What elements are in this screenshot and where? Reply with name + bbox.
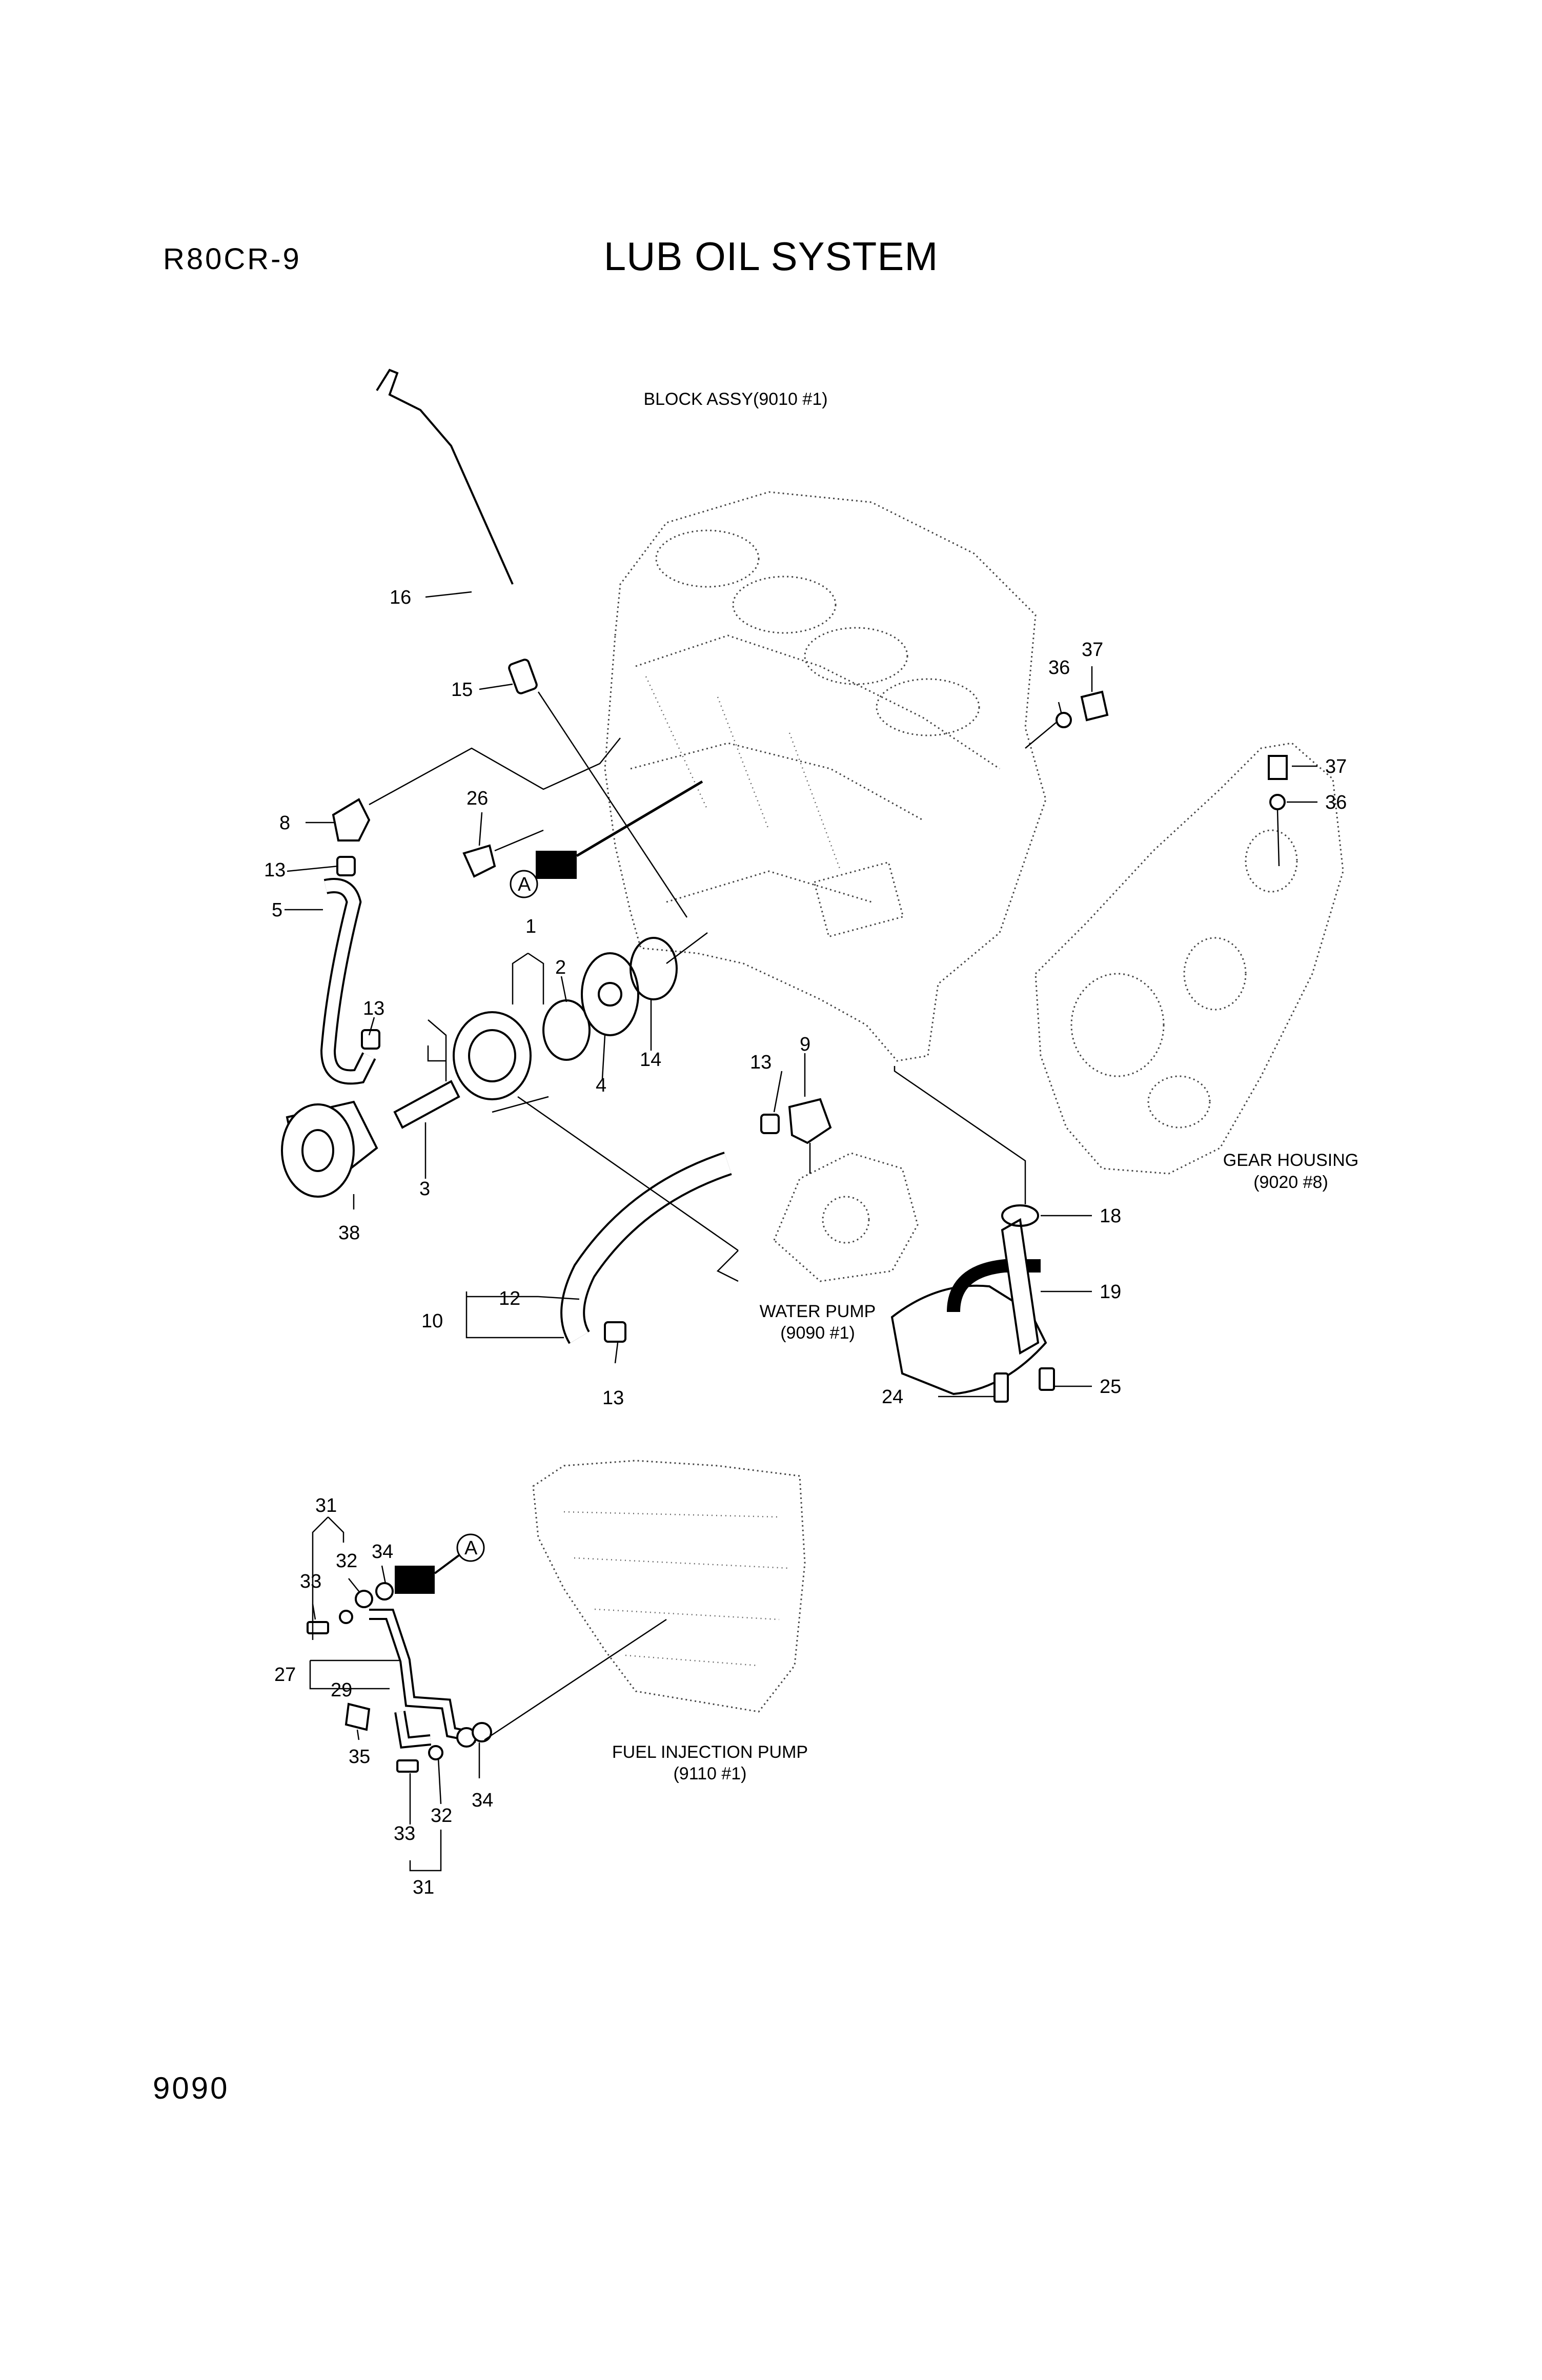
leader-lines (285, 591, 1317, 1872)
callout-31: 31 (315, 1495, 337, 1516)
view-a-leader (576, 780, 703, 857)
bolt (1039, 1367, 1055, 1391)
oil-strainer (890, 1218, 1047, 1396)
oil-filter (281, 1100, 378, 1198)
callout-4: 4 (596, 1075, 606, 1096)
page-title: LUB OIL SYSTEM (603, 234, 939, 279)
callout-37: 37 (1325, 756, 1347, 777)
fuel-injection-pump-label: FUEL INJECTION PUMP (612, 1742, 808, 1762)
bolt (1080, 690, 1109, 722)
gear-housing-ref: (9020 #8) (1253, 1173, 1328, 1192)
callout-8: 8 (279, 812, 290, 834)
callout-36: 36 (1325, 792, 1347, 813)
elbow-fitting (332, 798, 371, 842)
gasket (472, 1722, 492, 1742)
gasket (375, 1582, 394, 1601)
dipstick (376, 368, 514, 585)
callout-12: 12 (499, 1288, 520, 1309)
o-ring (630, 937, 678, 1000)
callout-35: 35 (349, 1746, 370, 1768)
o-ring (542, 999, 591, 1061)
block-assy-label: BLOCK ASSY(9010 #1) (643, 389, 827, 409)
clamp (760, 1114, 780, 1134)
callout-18: 18 (1100, 1205, 1121, 1227)
water-pump-label: WATER PUMP (760, 1302, 876, 1321)
callout-13: 13 (363, 998, 384, 1019)
oil-cooler-face (468, 1029, 516, 1082)
gear-housing-label: GEAR HOUSING (1223, 1151, 1358, 1170)
view-a-circle (510, 870, 538, 898)
washer (339, 1610, 353, 1624)
gasket (355, 1590, 373, 1608)
callout-9: 9 (800, 1034, 810, 1055)
callout-13: 13 (750, 1052, 772, 1073)
water-pump-outline (773, 1152, 919, 1282)
elbow-fitting (788, 1098, 832, 1144)
callout-1: 1 (525, 916, 536, 937)
clamp (336, 856, 356, 876)
model-code: R80CR-9 (163, 242, 301, 276)
water-pump-ref: (9090 #1) (780, 1323, 855, 1343)
fuel-injection-pump-outline (532, 1460, 806, 1713)
center-bolt (393, 1080, 460, 1129)
callout-36: 36 (1048, 657, 1070, 679)
washer (428, 1745, 443, 1760)
view-a-marker-block-lower (395, 1566, 435, 1594)
o-ring (1001, 1204, 1039, 1227)
callout-33: 33 (394, 1823, 415, 1844)
gear-housing-outline (1034, 742, 1344, 1175)
cooler-adapter-bore (598, 982, 622, 1007)
callout-38: 38 (338, 1222, 360, 1244)
callout-13: 13 (264, 859, 286, 881)
oil-hose-inner (322, 880, 374, 1083)
callout-31: 31 (413, 1877, 434, 1898)
bolt (993, 1372, 1009, 1403)
view-a-marker-block (536, 851, 577, 879)
dipstick-guide (508, 659, 538, 694)
bolt (307, 1621, 329, 1634)
bolt (1268, 755, 1288, 780)
callout-27: 27 (274, 1664, 296, 1686)
washer (1269, 794, 1286, 810)
oil-pipe-assembly (369, 1609, 478, 1749)
callout-29: 29 (331, 1679, 352, 1701)
view-a-label-lower: A (464, 1537, 478, 1559)
callout-10: 10 (421, 1310, 443, 1332)
callout-26: 26 (466, 788, 488, 809)
view-a-label: A (518, 874, 531, 895)
view-a-leader-lower (434, 1554, 460, 1574)
callout-19: 19 (1100, 1281, 1121, 1303)
fuel-injection-pump-ref: (9110 #1) (673, 1764, 746, 1783)
callout-13: 13 (602, 1387, 624, 1409)
engine-block-outline (604, 491, 1047, 1062)
bolt (344, 1702, 371, 1731)
callout-34: 34 (472, 1790, 493, 1811)
callout-15: 15 (451, 679, 473, 701)
bolt (396, 1759, 419, 1773)
page-number: 9090 (153, 2071, 230, 2105)
callout-14: 14 (640, 1049, 661, 1071)
callout-33: 33 (300, 1571, 321, 1592)
oil-pressure-switch (462, 844, 496, 878)
clamp (604, 1321, 626, 1343)
callout-32: 32 (336, 1550, 357, 1572)
clamp (361, 1029, 380, 1050)
callout-3: 3 (419, 1178, 430, 1200)
callout-5: 5 (272, 899, 282, 921)
callout-25: 25 (1100, 1376, 1121, 1398)
return-hose-inner (562, 1154, 732, 1343)
callout-16: 16 (390, 587, 411, 608)
callout-24: 24 (882, 1386, 903, 1408)
callout-32: 32 (431, 1805, 452, 1827)
callout-37: 37 (1082, 639, 1103, 661)
washer (1056, 712, 1072, 728)
view-a-circle-lower (456, 1533, 485, 1562)
callout-2: 2 (555, 957, 566, 978)
callout-34: 34 (372, 1541, 393, 1563)
